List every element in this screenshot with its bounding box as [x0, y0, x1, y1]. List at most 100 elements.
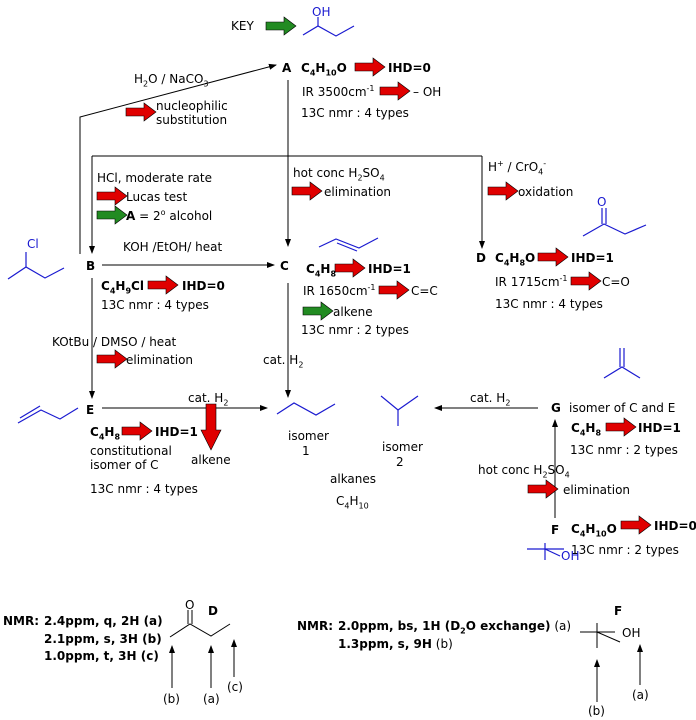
nmr-f-line2: 1.3ppm, s, 9H (b) — [338, 637, 453, 651]
ir-d: IR 1715cm-1 — [495, 274, 568, 290]
reagent-g-to-isomer2: cat. H2 — [470, 391, 511, 408]
reagent-f-to-g: hot conc H2SO4 — [478, 463, 570, 480]
result-a-to-c: elimination — [324, 185, 392, 199]
label-d: D — [476, 251, 486, 265]
formula-g: C4H8 — [571, 421, 602, 438]
formula-e: C4H8 — [90, 425, 121, 442]
reagent-e-to-isomer1: cat. H2 — [188, 391, 229, 408]
nmr-d-tag-c: (c) — [227, 680, 243, 694]
nmr-f-tag-b: (b) — [588, 704, 605, 718]
key-molecule — [302, 25, 355, 37]
d-o-label: O — [597, 195, 607, 209]
lucas-result: A = 2o alcohol — [126, 208, 213, 224]
nmr-d-title: NMR: — [3, 614, 40, 628]
nmr-a: 13C nmr : 4 types — [301, 106, 409, 120]
reagent-hcl: HCl, moderate rate — [97, 171, 212, 185]
reagent-b-to-a: H2O / NaCO3 — [134, 72, 209, 89]
nmr-d: 13C nmr : 4 types — [495, 297, 603, 311]
nmr-d-line3: 1.0ppm, t, 3H (c) — [44, 649, 159, 663]
nmr-d-tag-a: (a) — [203, 692, 220, 706]
desc-e-1: constitutional — [90, 444, 172, 458]
desc-g: isomer of C and E — [569, 401, 676, 415]
reagent-b-to-e: KOtBu / DMSO / heat — [52, 335, 177, 349]
label-c: C — [280, 259, 289, 273]
label-b: B — [86, 259, 96, 273]
ihd-b: IHD=0 — [182, 279, 225, 293]
nmr-b: 13C nmr : 4 types — [101, 298, 209, 312]
molecule-b — [7, 266, 65, 280]
ihd-a: IHD=0 — [388, 61, 431, 75]
nmr-f-oh: OH — [622, 626, 641, 640]
ihd-d: IHD=1 — [571, 251, 614, 265]
isomer1-number: 1 — [302, 444, 310, 458]
nmr-d-line2: 2.1ppm, s, 3H (b) — [44, 632, 162, 646]
result-b-to-e: elimination — [126, 353, 194, 367]
alkanes-label: alkanes — [330, 472, 377, 486]
nmr-f-line1: 2.0ppm, bs, 1H (D2O exchange) (a) — [338, 619, 572, 636]
note-nucleophilic: nucleophilic — [156, 99, 228, 113]
key-label: KEY — [231, 19, 254, 33]
desc-e-2: isomer of C — [90, 458, 159, 472]
nmr-d-line1: 2.4ppm, q, 2H (a) — [44, 614, 163, 628]
alkanes-formula: C4H10 — [336, 494, 369, 511]
nmr-d-structure — [169, 623, 231, 638]
molecule-c-double — [336, 242, 358, 252]
note-substitution: substitution — [156, 113, 228, 127]
formula-a: C4H10O — [301, 61, 347, 78]
formula-d: C4H8O — [495, 251, 536, 268]
formula-f: C4H10O — [571, 522, 617, 539]
formula-c: C4H8 — [306, 262, 337, 279]
arrow-b-to-a — [79, 63, 277, 254]
lucas-test: Lucas test — [126, 190, 188, 204]
result-f-to-g: elimination — [563, 483, 631, 497]
molecule-e-double — [19, 405, 41, 419]
nmr-d-compound: D — [208, 604, 218, 618]
molecule-f-4 — [544, 548, 561, 557]
ir-group-d: C=O — [602, 275, 630, 289]
isomer1-label: isomer — [288, 429, 329, 443]
nmr-f-title: NMR: — [297, 619, 334, 633]
molecule-d — [582, 223, 647, 237]
nmr-g: 13C nmr : 2 types — [570, 443, 678, 457]
nmr-e: 13C nmr : 4 types — [90, 482, 198, 496]
nmr-d-tag-b: (b) — [163, 692, 180, 706]
ir-c: IR 1650cm-1 — [303, 283, 376, 299]
reagent-a-to-c: hot conc H2SO4 — [293, 166, 385, 183]
nmr-c: 13C nmr : 2 types — [301, 323, 409, 337]
f-oh-label: OH — [561, 549, 580, 563]
isomer2-label: isomer — [382, 440, 423, 454]
nmr-f-3 — [596, 631, 621, 643]
key-oh-label: OH — [312, 5, 331, 19]
label-a: A — [282, 61, 292, 75]
ihd-g: IHD=1 — [638, 421, 681, 435]
ihd-f: IHD=0 — [654, 519, 696, 533]
isomer2-number: 2 — [396, 455, 404, 469]
formula-b: C4H9Cl — [101, 279, 144, 296]
molecule-c — [318, 237, 379, 249]
type-c: alkene — [333, 305, 373, 319]
label-f: F — [551, 523, 560, 537]
result-a-to-d: oxidation — [518, 185, 574, 199]
ihd-c: IHD=1 — [368, 262, 411, 276]
ihd-e: IHD=1 — [155, 425, 198, 439]
molecule-e — [17, 407, 79, 424]
molecule-isomer2 — [380, 395, 419, 411]
label-g: G — [551, 401, 561, 415]
ir-a: IR 3500cm-1 — [302, 84, 375, 100]
nmr-f-compound: F — [614, 604, 623, 618]
ir-group-a: – OH — [413, 85, 442, 99]
molecule-g — [603, 366, 641, 379]
reagent-c-to-isomer1: cat. H2 — [263, 353, 304, 370]
nmr-f-tag-a: (a) — [632, 688, 649, 702]
nmr-d-o: O — [185, 598, 195, 612]
reagent-koh: KOH /EtOH/ heat — [123, 240, 223, 254]
reagent-a-to-d: H+ / CrO4- — [488, 159, 547, 177]
ir-group-c: C=C — [411, 284, 438, 298]
cl-label: Cl — [27, 237, 39, 251]
type-e: alkene — [191, 453, 231, 467]
molecule-isomer1 — [276, 402, 336, 416]
nmr-f: 13C nmr : 2 types — [571, 543, 679, 557]
label-e: E — [86, 403, 95, 417]
